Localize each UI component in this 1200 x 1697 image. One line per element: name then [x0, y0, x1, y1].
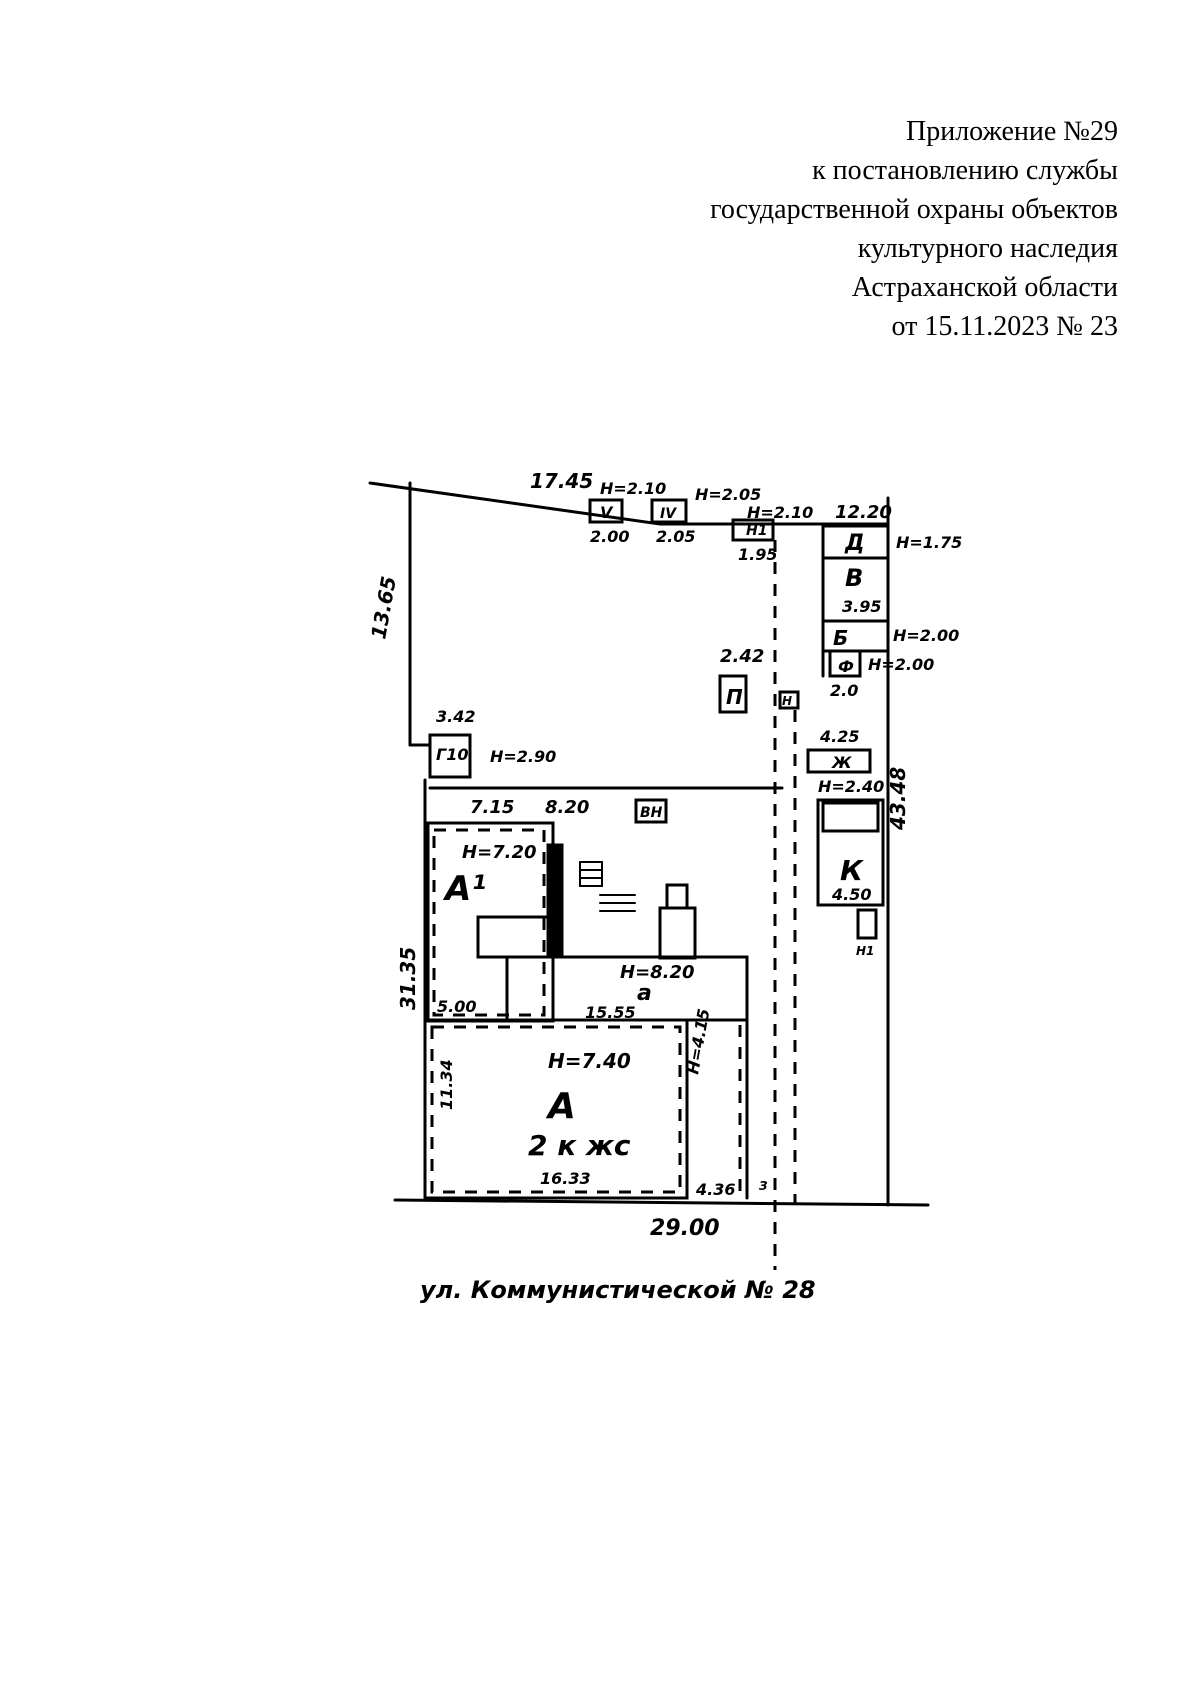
- height-b: H=2.00: [893, 626, 959, 645]
- height-d: H=1.75: [896, 533, 962, 552]
- dashed-main-outline: [430, 1025, 682, 1194]
- label-main-note: 2 к жс: [528, 1129, 631, 1162]
- label-v: V: [600, 503, 614, 522]
- height-g: H=2.90: [490, 747, 556, 766]
- structure-vn: [634, 798, 668, 824]
- garage-g: [428, 733, 472, 779]
- dim-p: 2.42: [720, 646, 764, 667]
- dim-main-depth: 11.34: [437, 1059, 456, 1110]
- dim-top-right: 12.20: [835, 502, 892, 523]
- plan-labels: 17.45 H=2.10 H=2.05 H=2.10 12.20 V IV Н1…: [366, 469, 962, 1304]
- appendix-title: Приложение №29: [906, 116, 1118, 147]
- dim-top-left: 17.45: [530, 469, 593, 493]
- bottom-boundary-line: [393, 1198, 930, 1207]
- label-d: Д: [844, 531, 865, 556]
- height-v: H=2.10: [600, 479, 666, 498]
- label-n1: Н1: [746, 523, 767, 539]
- label-a: а: [637, 981, 652, 1006]
- outbuilding-f: [828, 649, 862, 678]
- height-main: H=7.40: [548, 1049, 631, 1073]
- dim-left-side: 13.65: [366, 574, 401, 640]
- dim-strip: 7.15: [470, 797, 514, 818]
- label-b-small: Б: [833, 626, 848, 650]
- structure-k: [816, 798, 885, 907]
- header-line-5: Астраханской области: [851, 272, 1118, 303]
- label-n1-right: Н1: [856, 944, 874, 958]
- label-b: В: [845, 564, 863, 592]
- height-narrow: H=4.15: [683, 1007, 713, 1076]
- header-line-2: к постановлению службы: [812, 155, 1118, 186]
- label-main: А: [545, 1086, 576, 1127]
- height-n1: H=2.10: [747, 503, 813, 522]
- dim-f: 2.0: [830, 681, 858, 700]
- label-k: К: [840, 854, 865, 887]
- dim-bottom: 29.00: [650, 1216, 720, 1241]
- dim-zh: 4.25: [819, 727, 859, 746]
- dim-a1: 5.00: [437, 997, 476, 1016]
- dim-g: 3.42: [436, 707, 475, 726]
- label-a1: А¹: [442, 869, 486, 909]
- top-boundary-line: [368, 481, 890, 526]
- document-header: Приложение №29 к постановлению службы го…: [598, 112, 1118, 346]
- header-line-4: культурного наследия: [857, 233, 1118, 264]
- dim-v: 2.00: [590, 527, 629, 546]
- dashed-a1-outline: [432, 828, 546, 1017]
- dim-strip-2: 8.20: [545, 797, 589, 818]
- label-iv: IV: [660, 506, 677, 522]
- dim-k: 4.50: [831, 885, 871, 904]
- porch-top: [665, 883, 689, 910]
- dim-iv: 2.05: [656, 527, 695, 546]
- hatched-wall: [546, 843, 564, 957]
- label-z: З: [759, 1179, 768, 1193]
- height-f: H=2.00: [868, 655, 934, 674]
- structure-n: [778, 690, 800, 710]
- shed-v: [588, 498, 624, 524]
- porch: [658, 906, 697, 960]
- dim-main-width: 16.33: [540, 1169, 591, 1188]
- label-f: Ф: [838, 657, 854, 676]
- dim-n1: 1.95: [738, 545, 777, 564]
- stairs: [579, 861, 636, 912]
- label-zh: Ж: [831, 753, 852, 772]
- label-vn: ВН: [640, 805, 663, 821]
- label-g: Г10: [436, 745, 468, 764]
- shed-n1: [731, 518, 775, 542]
- header-date-number: от 15.11.2023 № 23: [891, 311, 1118, 342]
- dim-right-gap: 4.36: [695, 1180, 735, 1199]
- structure-p: [718, 674, 748, 714]
- street-caption: ул. Коммунистической № 28: [420, 1276, 816, 1304]
- structure-n1-right: [856, 908, 878, 940]
- height-a: H=8.20: [620, 962, 695, 983]
- dim-b: 3.95: [842, 597, 881, 616]
- dim-right-side: 43.48: [886, 767, 910, 831]
- height-iv: H=2.05: [695, 485, 761, 504]
- dim-left-lower: 31.35: [396, 947, 420, 1010]
- shed-iv: [650, 498, 688, 524]
- structure-zh: [806, 748, 872, 774]
- height-zh: H=2.40: [818, 777, 884, 796]
- building-a-step: [476, 915, 555, 959]
- structure-k-inner: [821, 801, 880, 833]
- label-p: П: [726, 685, 743, 709]
- dim-a: 15.55: [585, 1003, 636, 1022]
- label-n: Н: [782, 694, 792, 708]
- height-a1: H=7.20: [462, 842, 537, 863]
- header-line-3: государственной охраны объектов: [710, 194, 1118, 225]
